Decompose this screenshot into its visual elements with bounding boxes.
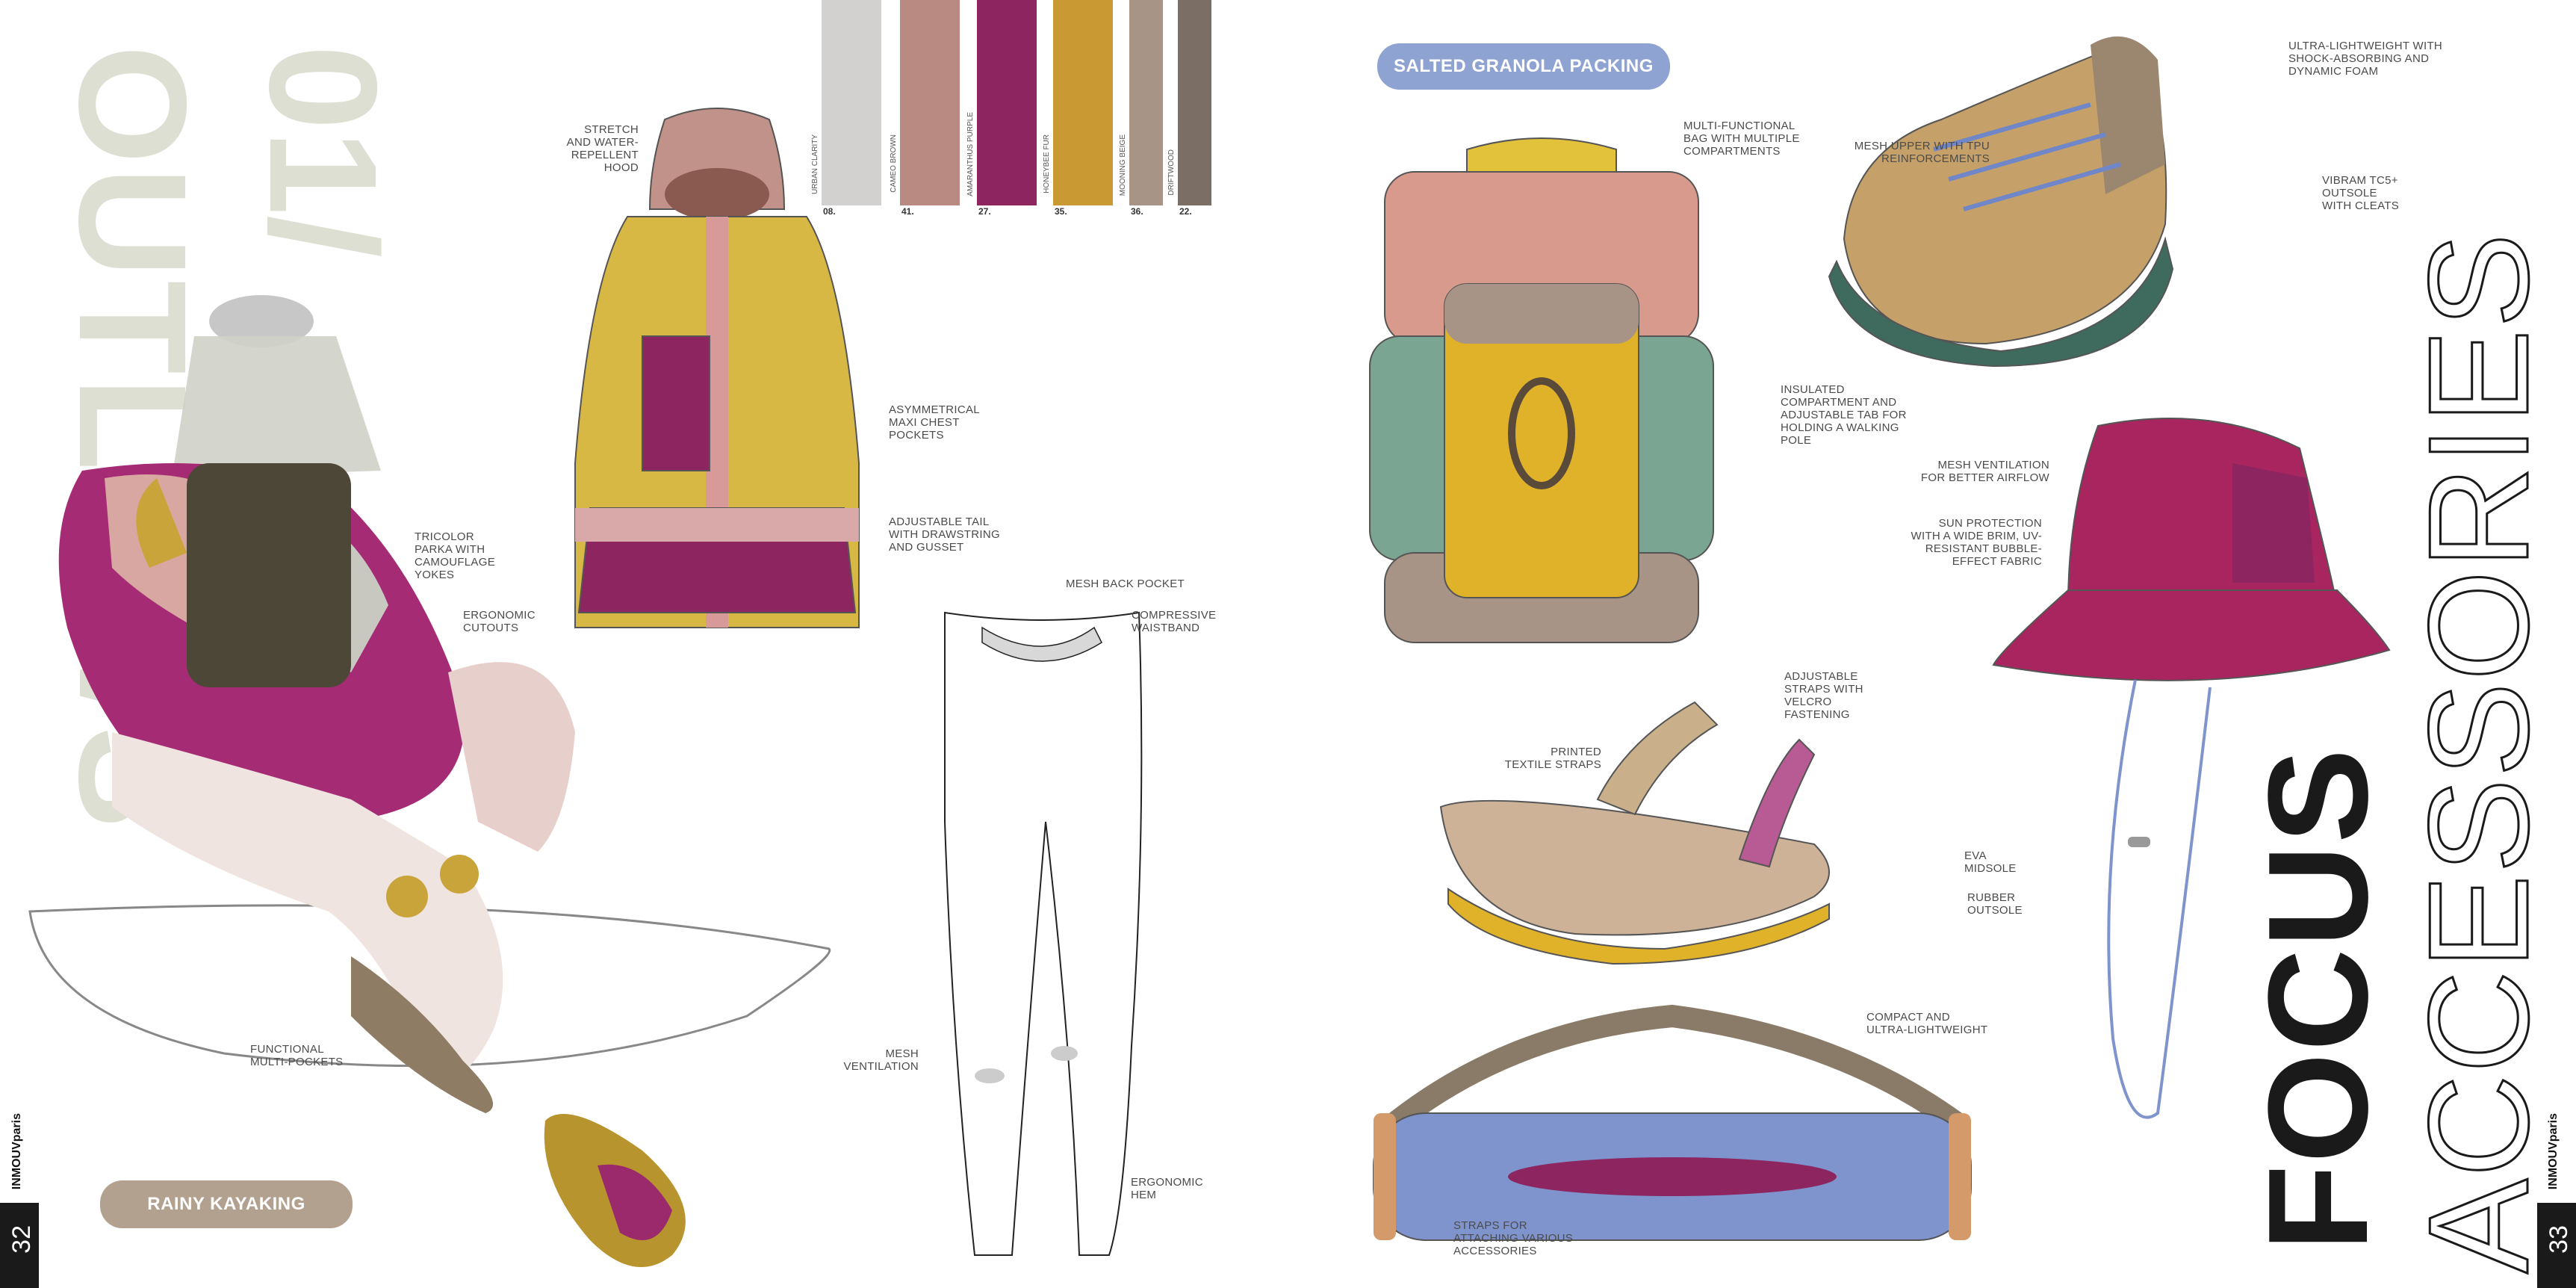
label-insulated-compartment: INSULATED COMPARTMENT AND ADJUSTABLE TAB… bbox=[1781, 383, 1907, 447]
swatch-label: DRIFTWOOD bbox=[1167, 149, 1176, 196]
label-adjustable-tail: ADJUSTABLE TAIL WITH DRAWSTRING AND GUSS… bbox=[889, 515, 1000, 554]
page-number: 32 bbox=[7, 1225, 36, 1254]
label-mesh-back-pocket: MESH BACK POCKET bbox=[1066, 578, 1185, 590]
label-shoe-mesh-upper: MESH UPPER WITH TPU REINFORCEMENTS bbox=[1854, 140, 1990, 165]
label-multifunctional-bag: MULTI-FUNCTIONAL BAG WITH MULTIPLE COMPA… bbox=[1683, 120, 1800, 158]
bucket-hat-illustration bbox=[1992, 418, 2391, 1119]
left-page: OUTLAWS 01/ URBAN CLARITY CAMEO BROWN AM… bbox=[0, 0, 1217, 1288]
page-number-tab bbox=[2537, 1203, 2576, 1288]
right-page: SALTED GRANOLA PACKING bbox=[1288, 0, 2576, 1288]
swatch-label: MOONING BEIGE bbox=[1119, 134, 1127, 196]
swatch-number: 22. bbox=[1179, 206, 1192, 217]
swatch-label: HONEYBEE FUR bbox=[1043, 134, 1051, 193]
mat-bag-illustration bbox=[1373, 1004, 1972, 1241]
theme-pill-rainy-kayaking: RAINY KAYAKING bbox=[100, 1180, 353, 1228]
label-hood: STRETCH AND WATER- REPELLENT HOOD bbox=[566, 123, 639, 174]
kayaker-illustration bbox=[28, 295, 831, 1267]
brand-logo: INMOUVparis bbox=[10, 1113, 23, 1190]
leggings-illustration bbox=[944, 611, 1143, 1256]
backpack-illustration bbox=[1369, 137, 1714, 643]
label-chest-pockets: ASYMMETRICAL MAXI CHEST POCKETS bbox=[889, 403, 980, 442]
swatch-label: CAMEO BROWN bbox=[890, 134, 898, 193]
swatch-number: 08. bbox=[823, 206, 836, 217]
swatch-number: 41. bbox=[901, 206, 914, 217]
sandal-illustration bbox=[1439, 701, 1830, 965]
swatch-driftwood bbox=[1178, 0, 1211, 205]
label-mesh-ventilation: MESH VENTILATION bbox=[843, 1047, 919, 1073]
label-hat-ventilation: MESH VENTILATION FOR BETTER AIRFLOW bbox=[1920, 459, 2049, 484]
swatch-number: 36. bbox=[1131, 206, 1143, 217]
jacket-illustration bbox=[574, 108, 860, 628]
swatch-mooning-beige bbox=[1129, 0, 1163, 205]
swatch-amaranthus-purple bbox=[977, 0, 1037, 205]
label-eva-midsole: EVA MIDSOLE bbox=[1964, 849, 2017, 875]
label-attaching-straps: STRAPS FOR ATTACHING VARIOUS ACCESSORIES bbox=[1453, 1219, 1574, 1257]
page-number: 33 bbox=[2545, 1225, 2573, 1254]
hiking-shoe-illustration bbox=[1828, 36, 2174, 368]
label-ergonomic-cutouts: ERGONOMIC CUTOUTS bbox=[463, 609, 536, 634]
label-ergonomic-hem: ERGONOMIC HEM bbox=[1131, 1176, 1203, 1201]
label-rubber-outsole: RUBBER OUTSOLE bbox=[1967, 891, 2023, 917]
swatch-number: 27. bbox=[978, 206, 991, 217]
title-focus: FOCUS bbox=[2239, 747, 2397, 1251]
swatch-label: AMARANTHUS PURPLE bbox=[966, 112, 975, 196]
label-shoe-outsole: VIBRAM TC5+ OUTSOLE WITH CLEATS bbox=[2322, 174, 2400, 212]
swatch-cameo-brown bbox=[900, 0, 960, 205]
section-number-watermark: 01/ bbox=[238, 45, 409, 258]
swatch-number: 35. bbox=[1055, 206, 1067, 217]
swatch-honeybee-fur bbox=[1053, 0, 1113, 205]
label-printed-straps: PRINTED TEXTILE STRAPS bbox=[1504, 746, 1601, 771]
theme-pill-salted-granola: SALTED GRANOLA PACKING bbox=[1377, 43, 1670, 90]
label-compact: COMPACT AND ULTRA-LIGHTWEIGHT bbox=[1866, 1011, 1988, 1036]
label-tricolor-parka: TRICOLOR PARKA WITH CAMOUFLAGE YOKES bbox=[415, 530, 496, 581]
label-sun-protection: SUN PROTECTION WITH A WIDE BRIM, UV- RES… bbox=[1911, 517, 2042, 568]
label-functional-pockets: FUNCTIONAL MULTI-POCKETS bbox=[250, 1043, 344, 1068]
label-shoe-foam: ULTRA-LIGHTWEIGHT WITH SHOCK-ABSORBING A… bbox=[2288, 40, 2443, 78]
brand-logo: INMOUVparis bbox=[2547, 1113, 2560, 1190]
swatch-urban-clarity bbox=[822, 0, 881, 205]
title-accessories: ACCESSORIES bbox=[2399, 231, 2560, 1275]
label-velcro-straps: ADJUSTABLE STRAPS WITH VELCRO FASTENING bbox=[1784, 670, 1863, 721]
label-compressive-waistband: COMPRESSIVE WAISTBAND bbox=[1132, 609, 1217, 634]
color-palette: URBAN CLARITY CAMEO BROWN AMARANTHUS PUR… bbox=[811, 0, 1217, 224]
page-number-tab bbox=[0, 1203, 39, 1288]
